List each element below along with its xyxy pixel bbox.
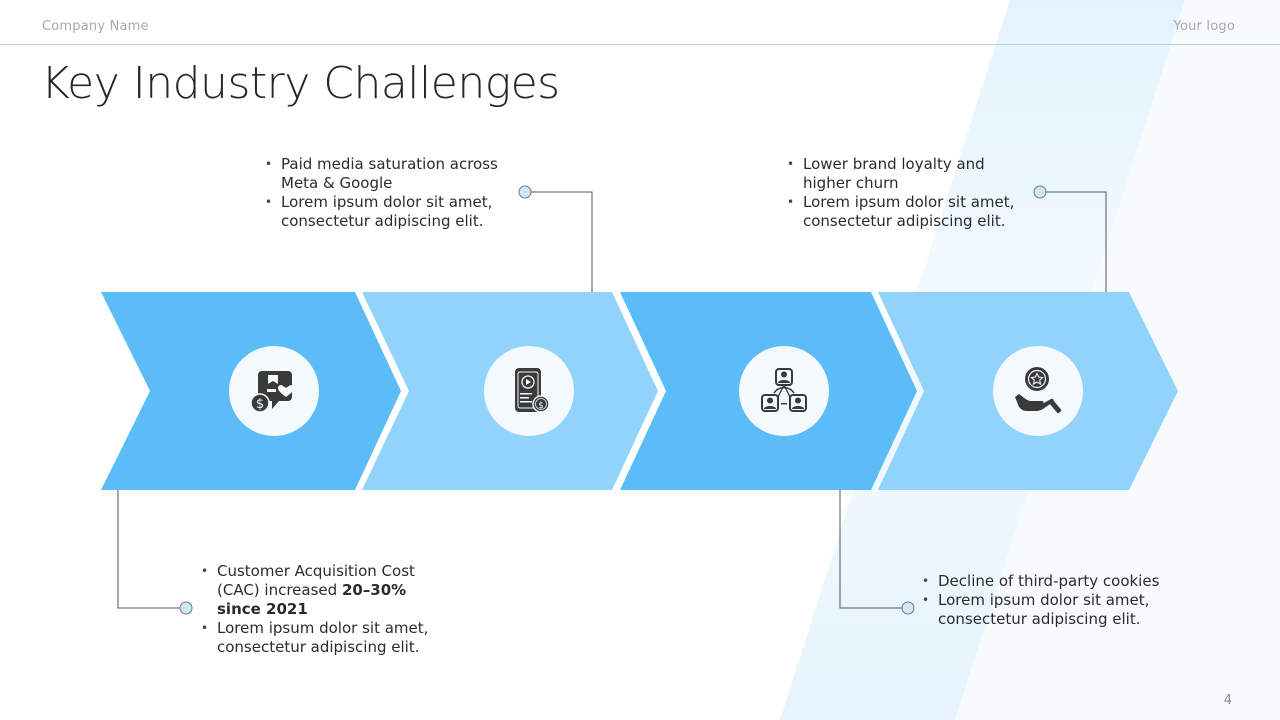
callout-step-4-bullet-2: Lorem ipsum dolor sit amet, consectetur …: [787, 193, 1027, 231]
page-title: Key Industry Challenges: [41, 58, 560, 109]
step-3-icon-badge: [739, 346, 829, 436]
svg-text:$: $: [256, 397, 264, 412]
callout-step-3-bullet-2: Lorem ipsum dolor sit amet, consectetur …: [922, 591, 1162, 629]
callout-step-2-bullet-2: Lorem ipsum dolor sit amet, consectetur …: [265, 193, 515, 231]
callout-step-2: Paid media saturation across Meta & Goog…: [265, 155, 515, 231]
logo-placeholder: Your logo: [1173, 19, 1235, 34]
callout-step-1-bullet-2: Lorem ipsum dolor sit amet, consectetur …: [201, 619, 441, 657]
callout-step-1: Customer Acquisition Cost (CAC) increase…: [201, 562, 441, 657]
connector-dot-step-3: [901, 601, 915, 615]
connector-dot-step-4: [1033, 185, 1047, 199]
callout-step-3-bullet-1: Decline of third-party cookies: [922, 572, 1162, 591]
connector-line-step-4: [1046, 191, 1107, 292]
step-4-icon-badge: [993, 346, 1083, 436]
people-network-icon: [761, 368, 807, 412]
step-1-icon-badge: $: [229, 346, 319, 436]
mobile-video-ad-cost-icon: $: [515, 368, 550, 413]
connector-dot-step-2: [518, 185, 532, 199]
callout-step-1-bullet-1: Customer Acquisition Cost (CAC) increase…: [201, 562, 441, 619]
header-divider: [0, 44, 1280, 45]
connector-dot-step-1: [179, 601, 193, 615]
svg-text:$: $: [538, 401, 544, 411]
customer-acquisition-cost-icon: $: [250, 371, 294, 413]
callout-step-4: Lower brand loyalty and higher churn Lor…: [787, 155, 1027, 231]
callout-step-4-bullet-1: Lower brand loyalty and higher churn: [787, 155, 1027, 193]
company-name: Company Name: [42, 19, 149, 34]
callout-step-3: Decline of third-party cookies Lorem ips…: [922, 572, 1162, 629]
step-2-icon-badge: $: [484, 346, 574, 436]
connector-line-step-3: [839, 490, 902, 609]
connector-line-step-1: [117, 490, 180, 609]
callout-step-2-bullet-1: Paid media saturation across Meta & Goog…: [265, 155, 515, 193]
hand-holding-badge-icon: [1015, 367, 1062, 414]
connector-line-step-2: [531, 191, 593, 292]
page-number: 4: [1223, 693, 1232, 708]
